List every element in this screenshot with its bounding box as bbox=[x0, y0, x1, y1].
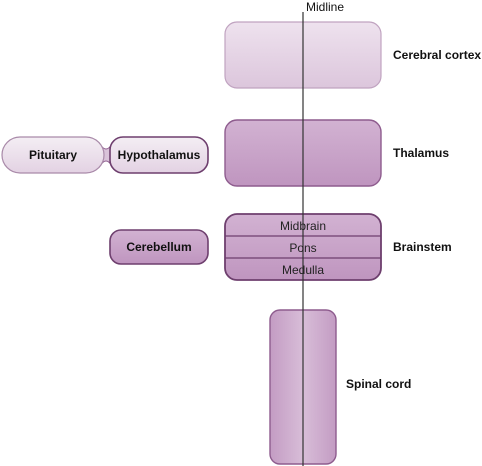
pituitary-label: Pituitary bbox=[28, 148, 77, 162]
spinal-cord-label: Spinal cord bbox=[346, 377, 412, 391]
cerebral-cortex-label: Cerebral cortex bbox=[393, 48, 482, 62]
cerebellum-box bbox=[109, 229, 209, 265]
pons-label: Pons bbox=[289, 241, 317, 255]
medulla-label: Medulla bbox=[281, 263, 325, 277]
hypothalamus-box bbox=[109, 136, 209, 174]
thalamus-label: Thalamus bbox=[393, 146, 450, 160]
midbrain-label: Midbrain bbox=[279, 219, 327, 233]
hypothalamus-label: Hypothalamus bbox=[117, 148, 201, 162]
pituitary-box bbox=[1, 136, 105, 174]
brainstem-label: Brainstem bbox=[393, 240, 452, 254]
cerebellum-label: Cerebellum bbox=[126, 240, 192, 254]
midline-label: Midline bbox=[306, 0, 345, 14]
